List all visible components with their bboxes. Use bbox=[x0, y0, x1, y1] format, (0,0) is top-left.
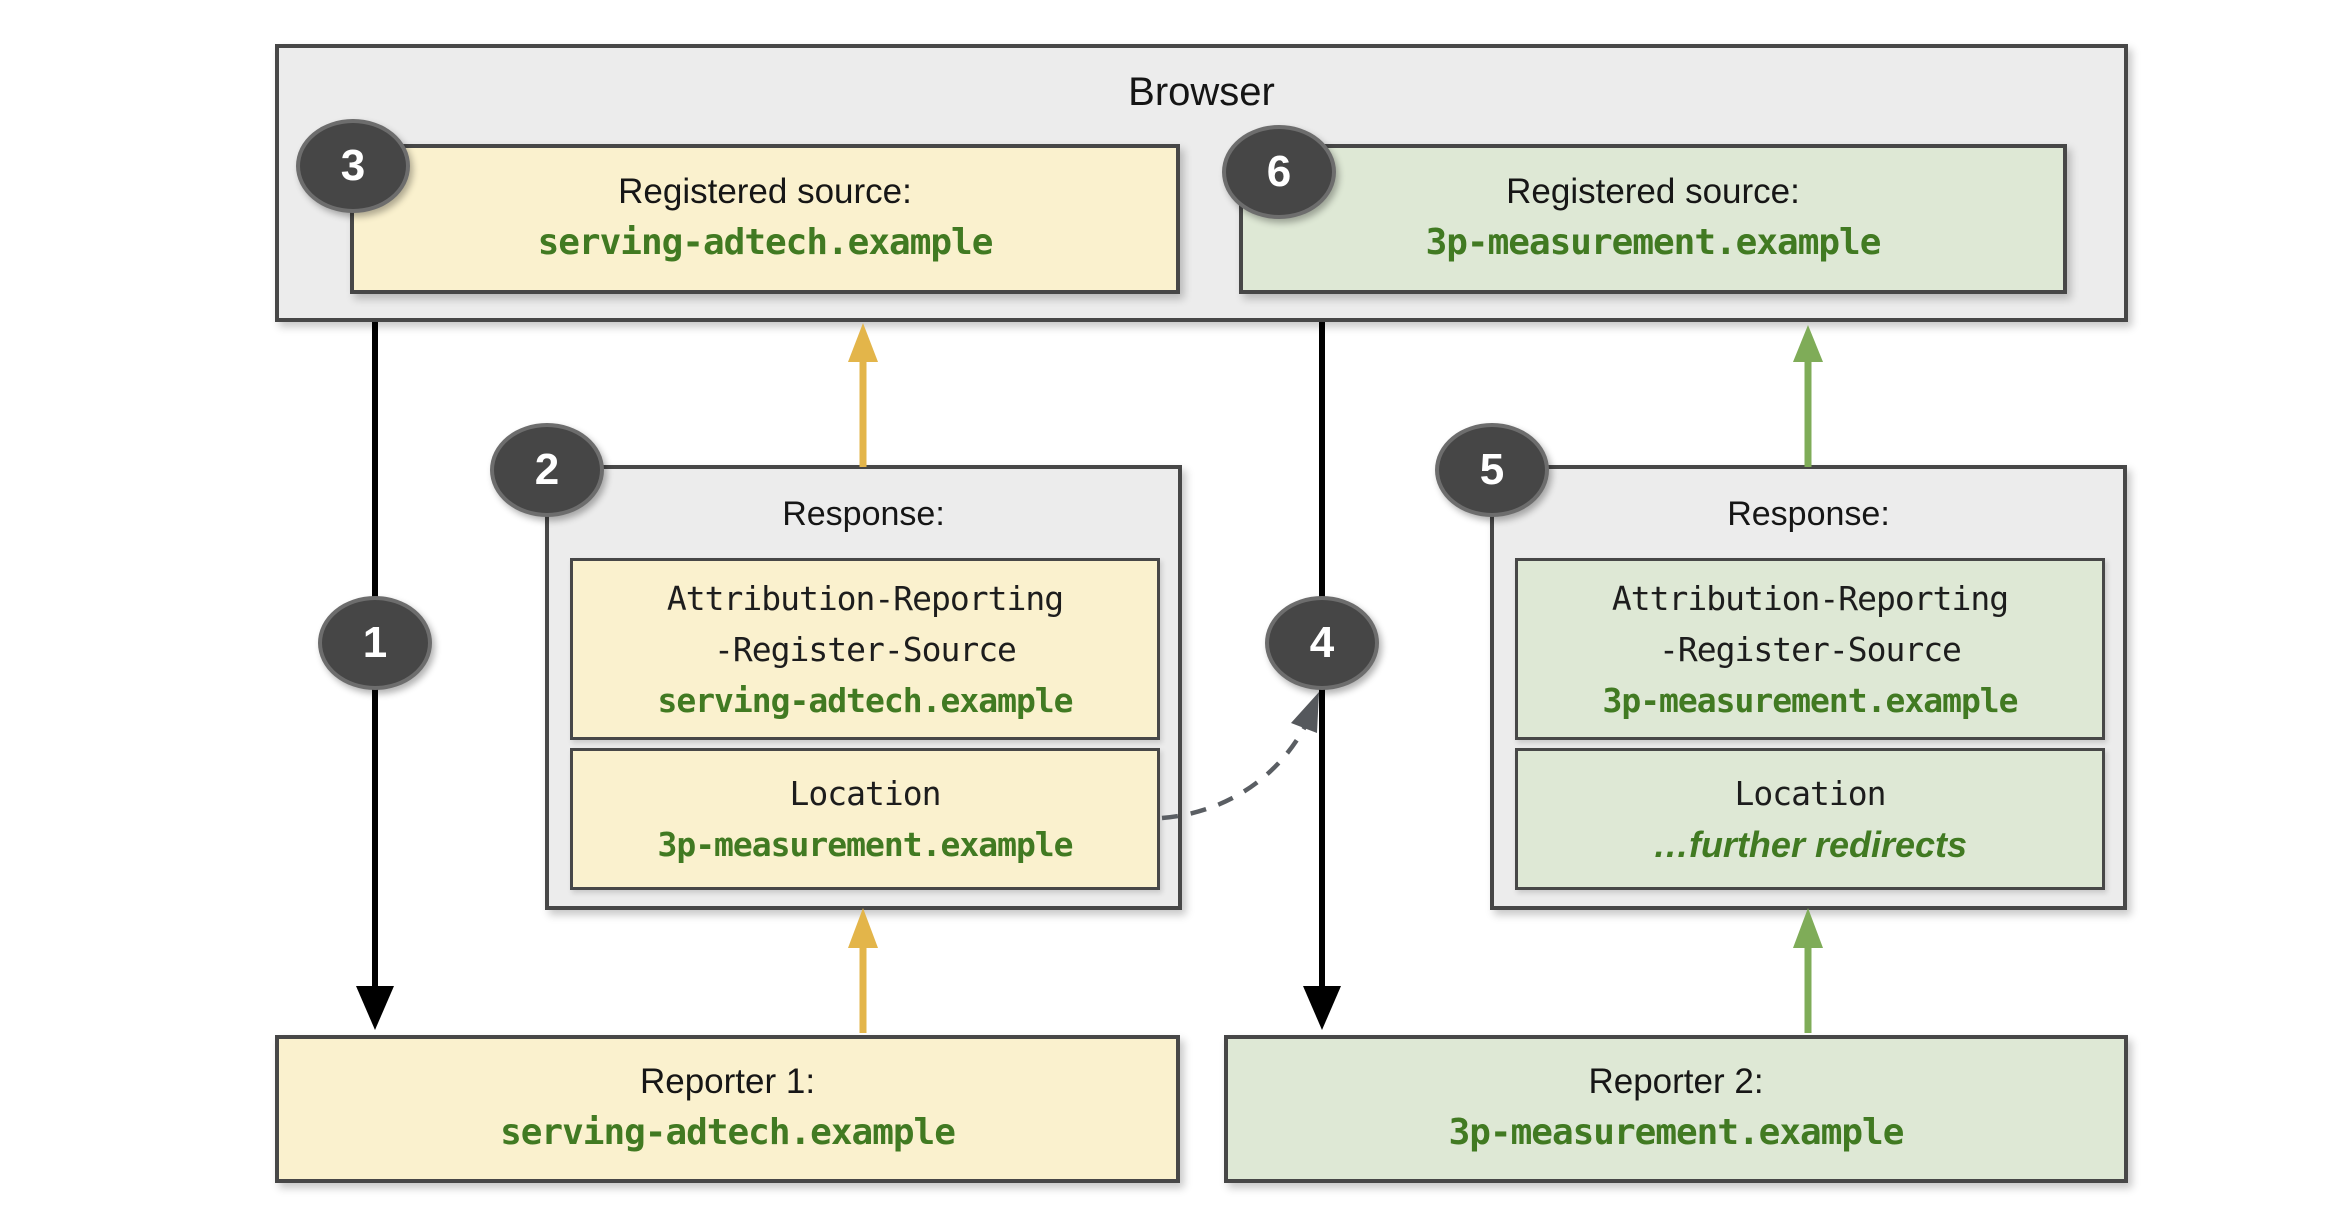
response-2-header-line-2: -Register-Source bbox=[1659, 629, 1962, 669]
reporter-2-label: Reporter 2: bbox=[1588, 1062, 1764, 1101]
registered-source-2-domain: 3p-measurement.example bbox=[1425, 222, 1882, 263]
response-2-header-line-1: Attribution-Reporting bbox=[1611, 578, 2009, 618]
response-2-location-box: Location …further redirects bbox=[1515, 748, 2105, 890]
registered-source-2-box: Registered source: 3p-measurement.exampl… bbox=[1239, 144, 2067, 294]
response-2-location-label: Location bbox=[1734, 774, 1887, 813]
response-2-header-value: 3p-measurement.example bbox=[1602, 680, 2018, 720]
response-2-register-source-box: Attribution-Reporting -Register-Source 3… bbox=[1515, 558, 2105, 740]
registered-source-1-content: Registered source: serving-adtech.exampl… bbox=[354, 148, 1176, 290]
response-1-header-line-1: Attribution-Reporting bbox=[666, 578, 1064, 618]
step-badge-1: 1 bbox=[318, 596, 432, 690]
response-2-title: Response: bbox=[1727, 495, 1890, 533]
response-1-location-value: 3p-measurement.example bbox=[657, 825, 1073, 864]
reporter-1-content: Reporter 1: serving-adtech.example bbox=[279, 1039, 1176, 1179]
response-1-title: Response: bbox=[782, 495, 945, 533]
registered-source-1-label: Registered source: bbox=[618, 172, 912, 211]
browser-title: Browser bbox=[1128, 70, 1275, 114]
response-1-location-box: Location 3p-measurement.example bbox=[570, 748, 1160, 890]
arrow-response2-to-browser bbox=[1793, 325, 1823, 467]
response-2-location-value: …further redirects bbox=[1652, 824, 1968, 865]
response-1-box: Response: Attribution-Reporting -Registe… bbox=[545, 465, 1182, 910]
response-1-header-line-2: -Register-Source bbox=[714, 629, 1017, 669]
reporter-1-box: Reporter 1: serving-adtech.example bbox=[275, 1035, 1180, 1183]
reporter-1-label: Reporter 1: bbox=[639, 1062, 816, 1101]
response-1-location-label: Location bbox=[789, 774, 942, 813]
registered-source-1-box: Registered source: serving-adtech.exampl… bbox=[350, 144, 1180, 294]
registered-source-2-content: Registered source: 3p-measurement.exampl… bbox=[1243, 148, 2063, 290]
registered-source-2-label: Registered source: bbox=[1506, 172, 1800, 211]
response-1-register-source-box: Attribution-Reporting -Register-Source s… bbox=[570, 558, 1160, 740]
reporter-2-box: Reporter 2: 3p-measurement.example bbox=[1224, 1035, 2128, 1183]
dashed-redirect-arrow bbox=[1161, 692, 1319, 821]
step-badge-4: 4 bbox=[1265, 596, 1379, 690]
arrow-response1-to-browser bbox=[848, 323, 878, 467]
response-2-box: Response: Attribution-Reporting -Registe… bbox=[1490, 465, 2127, 910]
reporter-2-content: Reporter 2: 3p-measurement.example bbox=[1228, 1039, 2124, 1179]
step-badge-6: 6 bbox=[1222, 125, 1336, 219]
reporter-1-domain: serving-adtech.example bbox=[500, 1112, 956, 1153]
step-badge-2: 2 bbox=[490, 423, 604, 517]
arrow-reporter2-to-response2 bbox=[1793, 908, 1823, 1033]
step-badge-3: 3 bbox=[296, 119, 410, 213]
arrow-reporter1-to-response1 bbox=[848, 908, 878, 1033]
registered-source-1-domain: serving-adtech.example bbox=[537, 222, 994, 263]
step-badge-5: 5 bbox=[1435, 423, 1549, 517]
response-1-header-value: serving-adtech.example bbox=[657, 680, 1073, 720]
reporter-2-domain: 3p-measurement.example bbox=[1448, 1112, 1905, 1153]
